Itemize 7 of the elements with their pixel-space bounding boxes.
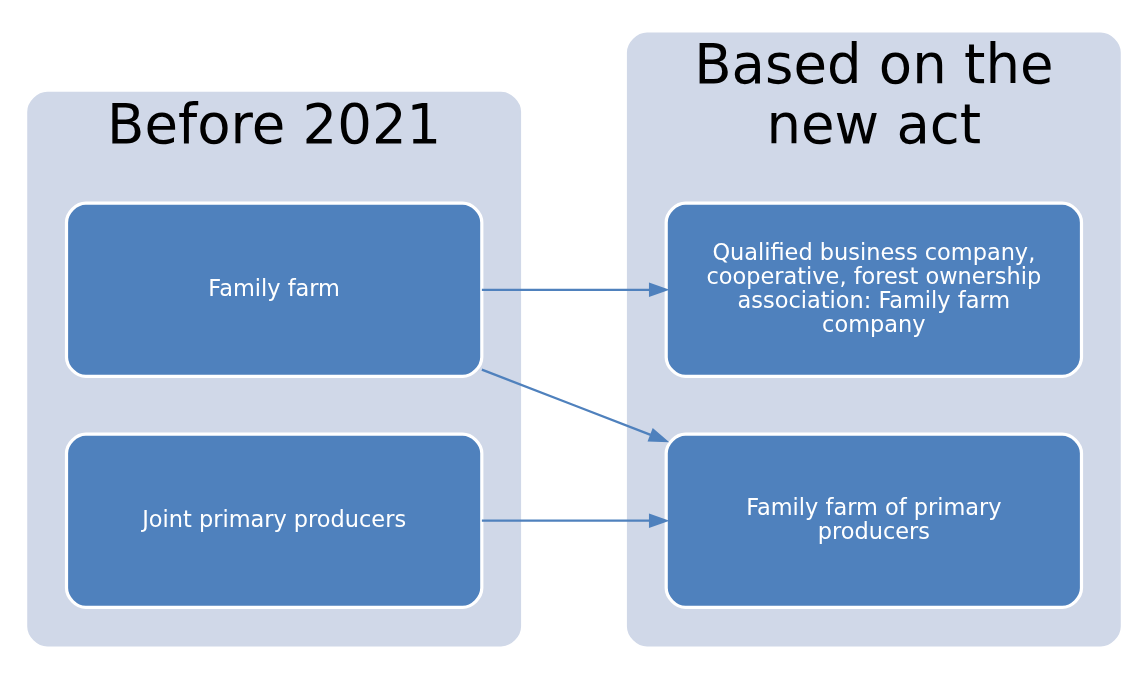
node-box: Qualified business company, cooperative, forest ownership association: Family farm company xyxy=(664,201,1084,378)
arrow xyxy=(481,513,670,528)
node-box: Family farm of primary producers xyxy=(664,432,1084,609)
node-box: Family farm xyxy=(64,201,484,378)
arrow xyxy=(481,282,670,297)
node-box: Joint primary producers xyxy=(64,432,484,609)
arrow xyxy=(481,368,670,443)
